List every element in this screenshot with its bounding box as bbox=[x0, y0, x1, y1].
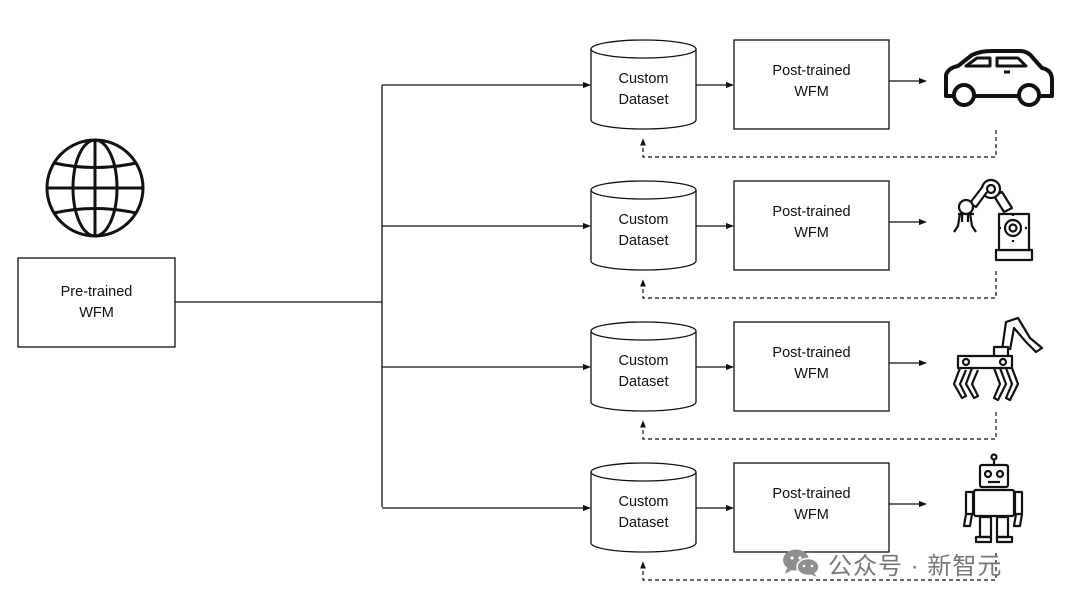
watermark: 公众号 · 新智元 bbox=[782, 546, 1002, 580]
trunk-connector bbox=[175, 85, 383, 507]
branch-2 bbox=[382, 180, 997, 299]
dataset-cylinder bbox=[590, 472, 697, 553]
model-label-line: WFM bbox=[794, 224, 829, 241]
dataset-cylinder bbox=[590, 49, 697, 130]
humanoid-robot-icon bbox=[962, 453, 1024, 544]
dataset-cylinder-top bbox=[590, 180, 697, 200]
dataset-label-line: Custom bbox=[618, 494, 669, 510]
model-label-line: Post-trained bbox=[772, 203, 851, 220]
dataset-label-line: Dataset bbox=[618, 233, 669, 249]
robot-arm-icon bbox=[953, 178, 1034, 262]
globe-icon bbox=[45, 138, 145, 238]
pretrained-label: Pre-trained WFM bbox=[18, 258, 175, 347]
robot-dog-icon bbox=[952, 316, 1044, 402]
branch-4 bbox=[382, 462, 997, 581]
pretrained-line2: WFM bbox=[79, 304, 114, 321]
branch-3 bbox=[382, 321, 997, 440]
dataset-cylinder bbox=[590, 331, 697, 412]
model-label-line: WFM bbox=[794, 365, 829, 382]
dataset-label-line: Dataset bbox=[618, 92, 669, 108]
model-box bbox=[733, 39, 890, 130]
car-icon bbox=[944, 49, 1054, 107]
model-label-line: Post-trained bbox=[772, 485, 851, 502]
model-box bbox=[733, 180, 890, 271]
feedback-loop bbox=[640, 553, 997, 581]
model-box bbox=[733, 321, 890, 412]
wechat-icon bbox=[783, 549, 820, 577]
dataset-cylinder-top bbox=[590, 462, 697, 482]
feedback-loop bbox=[640, 412, 997, 440]
model-box bbox=[733, 462, 890, 553]
branch-1 bbox=[382, 39, 997, 158]
model-label-line: Post-trained bbox=[772, 344, 851, 361]
feedback-loop bbox=[640, 271, 997, 299]
dataset-label-line: Custom bbox=[618, 71, 669, 87]
dataset-cylinder-top bbox=[590, 321, 697, 341]
branches-svg bbox=[382, 39, 997, 581]
model-label-line: WFM bbox=[794, 83, 829, 100]
model-label-line: Post-trained bbox=[772, 62, 851, 79]
feedback-loop bbox=[640, 130, 997, 158]
pretrained-line1: Pre-trained bbox=[60, 283, 133, 300]
dataset-label-line: Custom bbox=[618, 212, 669, 228]
dataset-label-line: Dataset bbox=[618, 515, 669, 531]
dataset-cylinder bbox=[590, 190, 697, 271]
dataset-label-line: Dataset bbox=[618, 374, 669, 390]
watermark-text: 公众号 · 新智元 bbox=[828, 552, 1003, 580]
model-label-line: WFM bbox=[794, 506, 829, 523]
dataset-cylinder-top bbox=[590, 39, 697, 59]
dataset-label-line: Custom bbox=[618, 353, 669, 369]
